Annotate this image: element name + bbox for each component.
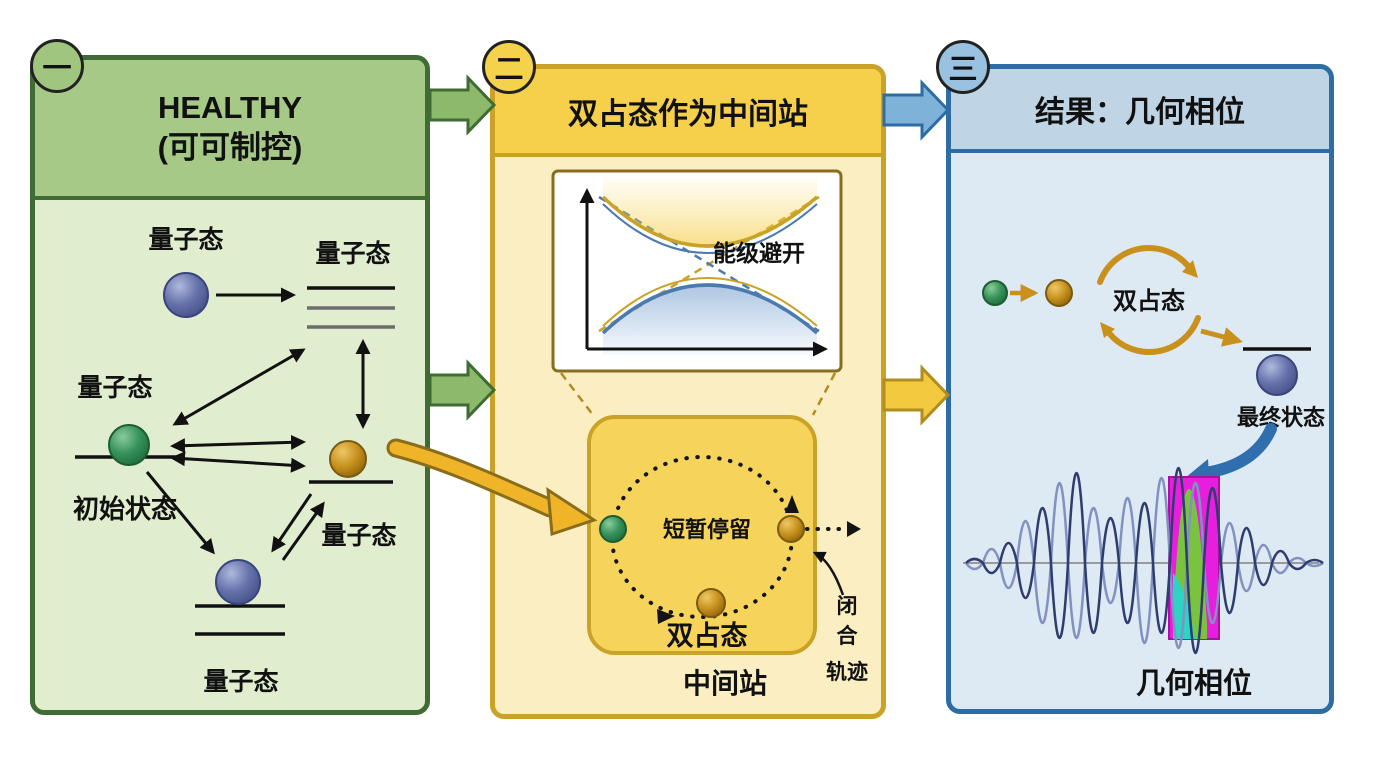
panel-double-occupancy-waypoint: 双占态作为中间站 能级避开 <box>490 64 886 719</box>
gold-sphere <box>329 440 367 478</box>
cycle-sequence: 双占态 <box>982 244 1243 356</box>
cycle-arc-bottom <box>1106 315 1201 356</box>
label-state-mid-right: 量子态 <box>321 522 396 550</box>
label-state-bottom: 量子态 <box>203 668 278 696</box>
label-geometric-phase: 几何相位 <box>1136 666 1252 700</box>
panel2-title: 双占态作为中间站 <box>568 98 808 131</box>
panel1-diagram: 量子态 量子态 量子态 初始状态 量子态 量子态 <box>73 226 397 696</box>
waveform-group <box>963 467 1324 655</box>
green-sphere-entry <box>599 515 627 543</box>
waypoint-box: 短暂停留 双占态 <box>587 415 817 655</box>
blue-sphere-top <box>163 272 209 318</box>
panel3-body: 双占态 最终状态 几何相位 <box>951 153 1329 707</box>
gold-sphere-cycle <box>1045 279 1073 307</box>
label-final-state: 最终状态 <box>1237 405 1325 430</box>
label-initial-state: 初始状态 <box>73 494 177 524</box>
label-double-occupancy: 双占态 <box>667 621 748 651</box>
panel3-step-badge: 三 <box>936 40 990 94</box>
panel3-header: 结果：几何相位 <box>951 69 1329 153</box>
gold-block-arrow-middle <box>882 364 951 426</box>
gold-arrow-out <box>1200 327 1243 347</box>
loop-arrowhead-bottom <box>657 609 675 624</box>
inset-to-box-connectors <box>560 372 837 416</box>
label-station: 中间站 <box>683 668 767 699</box>
panel1-title-line1: HEALTHY <box>157 89 303 125</box>
label-closed-trajectory: 闭 合 轨迹 <box>826 595 868 684</box>
label-brief-stay: 短暂停留 <box>663 517 751 542</box>
panel1-header: HEALTHY (可可制控) <box>35 60 425 200</box>
panel1-step-badge: 一 <box>30 39 84 93</box>
closed-path-pointer-arrow <box>812 551 845 596</box>
label-state-mid-left: 量子态 <box>77 374 152 402</box>
gold-sphere-bottom <box>696 588 726 618</box>
upper-branch-curve <box>601 195 819 248</box>
quantum-level-lines-bottom <box>195 604 285 636</box>
green-sphere-initial <box>108 424 150 466</box>
green-sphere-start <box>982 280 1008 306</box>
panel1-body: 量子态 量子态 量子态 初始状态 量子态 量子态 <box>35 200 425 707</box>
lower-band-glow <box>603 285 817 355</box>
cycle-arrowhead-bottom <box>1100 322 1115 338</box>
wave-dark <box>965 467 1324 655</box>
cycle-arrowhead-top <box>1182 260 1198 278</box>
loop-arrowhead-right <box>785 495 799 513</box>
transition-arrows <box>145 287 371 561</box>
quantum-level-lines-top-right <box>307 286 395 329</box>
final-state-group: 最终状态 <box>1237 347 1325 430</box>
panel2-step-badge: 二 <box>482 40 536 94</box>
label-avoided-crossing: 能级避开 <box>713 240 805 266</box>
closed-path-chars34: 轨迹 <box>826 660 868 684</box>
upper-band-glow <box>603 177 817 246</box>
panel-controllable-system: HEALTHY (可可制控) <box>30 55 430 715</box>
label-state-top-right: 量子态 <box>315 240 390 268</box>
green-block-arrow-middle <box>428 359 497 421</box>
green-block-arrow-top <box>428 74 497 136</box>
lower-branch-curve <box>601 283 819 335</box>
blue-sphere-bottom <box>215 559 261 605</box>
cycle-arc-top <box>1097 244 1192 285</box>
blue-block-arrow-top <box>882 79 951 141</box>
blue-sphere-final <box>1256 354 1298 396</box>
panel2-header: 双占态作为中间站 <box>495 69 881 157</box>
wave-light <box>964 476 1324 650</box>
panel1-title-line2: (可可制控) <box>157 130 303 165</box>
closed-path-char1: 闭 <box>837 595 858 618</box>
gold-sphere-exit <box>777 515 805 543</box>
panel2-diagram: 能级避开 短暂停留 双占态 中间站 <box>551 169 868 699</box>
panel3-title: 结果：几何相位 <box>1035 96 1245 129</box>
label-state-top-left: 量子态 <box>148 226 223 254</box>
exit-dotted-arrow <box>805 521 861 537</box>
panel2-body: 能级避开 短暂停留 双占态 中间站 <box>495 157 881 710</box>
avoided-crossing-inset: 能级避开 <box>551 169 843 373</box>
label-double-occupancy-cycle: 双占态 <box>1113 287 1185 315</box>
panel-result-geometric-phase: 结果：几何相位 双占态 最终状态 <box>946 64 1334 714</box>
panel3-diagram: 双占态 最终状态 几何相位 <box>963 244 1325 700</box>
closed-path-char2: 合 <box>837 624 859 648</box>
